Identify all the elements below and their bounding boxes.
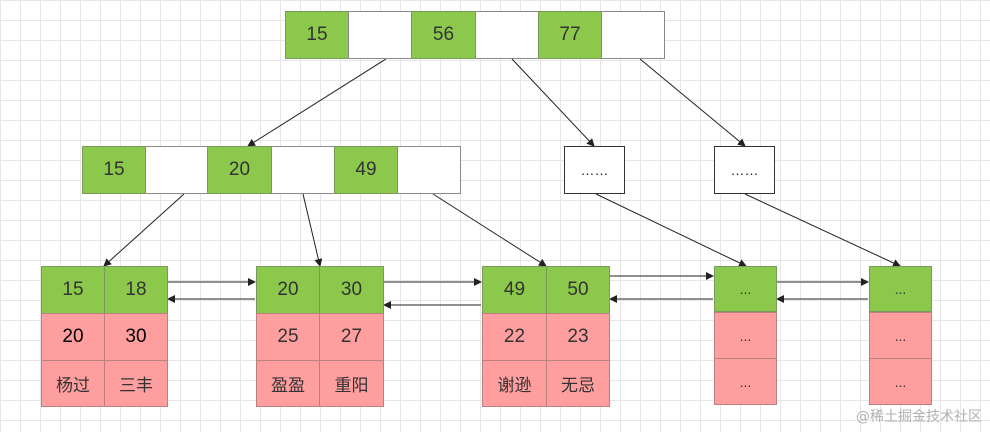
- leaf-3-key-1: 49: [482, 266, 547, 314]
- arrow-root-to-sibling-2: [639, 58, 746, 147]
- leaf-1-value-1: 20: [41, 313, 105, 361]
- leaf-3-value-1: 22: [482, 313, 547, 361]
- sibling-node-2: ……: [714, 146, 775, 194]
- arrow-internal-to-leaf-2: [302, 193, 323, 267]
- root-key-2: 56: [411, 11, 476, 59]
- internal-pointer-2: [271, 146, 335, 194]
- arrow-sibling-1-to-leaf-4: [595, 193, 747, 267]
- leaf-3-name-2: 无忌: [546, 360, 610, 407]
- leaf-5-value: ...: [869, 312, 932, 359]
- root-key-3: 77: [538, 11, 602, 59]
- arrow-sibling-2-to-leaf-5: [744, 193, 901, 267]
- leaf-1-name-2: 三丰: [104, 360, 168, 407]
- leaf-2-key-2: 30: [319, 266, 384, 314]
- leaf-3-value-2: 23: [546, 313, 610, 361]
- leaf-4-value: ...: [714, 312, 777, 359]
- internal-pointer-1: [145, 146, 208, 194]
- sibling-node-1: ……: [564, 146, 625, 194]
- leaf-2-value-2: 27: [319, 313, 384, 361]
- internal-key-3: 49: [334, 146, 398, 194]
- leaf-1-value-2: 30: [104, 313, 168, 361]
- root-key-1: 15: [285, 11, 349, 59]
- leaf-5-key: ...: [869, 266, 932, 312]
- root-pointer-2: [475, 11, 539, 59]
- leaf-3-name-1: 谢逊: [482, 360, 547, 407]
- root-pointer-1: [348, 11, 412, 59]
- root-pointer-3: [601, 11, 665, 59]
- internal-key-2: 20: [207, 146, 272, 194]
- leaf-4-key: ...: [714, 266, 777, 312]
- leaf-2-name-1: 盈盈: [256, 360, 320, 407]
- internal-pointer-3: [397, 146, 461, 194]
- leaf-2-value-1: 25: [256, 313, 320, 361]
- leaf-1-key-1: 15: [41, 266, 105, 314]
- leaf-5-name: ...: [869, 358, 932, 405]
- leaf-4-name: ...: [714, 358, 777, 405]
- leaf-1-key-2: 18: [104, 266, 168, 314]
- leaf-2-name-2: 重阳: [319, 360, 384, 407]
- arrow-internal-to-leaf-1: [103, 193, 185, 267]
- arrow-root-to-sibling-1: [511, 58, 595, 147]
- arrow-internal-to-leaf-3: [432, 193, 547, 267]
- watermark: @稀土掘金技术社区: [856, 409, 982, 425]
- leaf-1-name-1: 杨过: [41, 360, 105, 407]
- arrow-root-to-internal: [247, 58, 387, 147]
- leaf-2-key-1: 20: [256, 266, 320, 314]
- internal-key-1: 15: [82, 146, 146, 194]
- leaf-3-key-2: 50: [546, 266, 610, 314]
